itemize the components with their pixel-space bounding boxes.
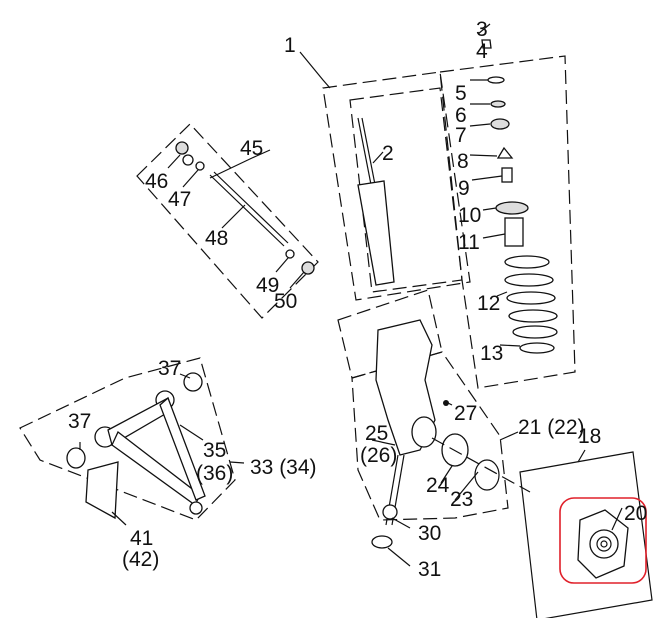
label-11: 11: [458, 231, 480, 254]
label-41: 41: [130, 527, 153, 550]
label-46: 46: [145, 170, 168, 193]
label-2: 2: [382, 142, 394, 165]
wheel-hub: [577, 509, 629, 579]
label-21-22: 21 (22): [518, 416, 585, 439]
steering-knuckle: [371, 319, 531, 549]
label-9: 9: [458, 177, 470, 200]
label-13: 13: [480, 342, 503, 365]
label-18: 18: [578, 425, 601, 448]
label-10: 10: [458, 204, 481, 227]
highlight-frame: [559, 497, 647, 584]
label-3: 3: [476, 18, 488, 41]
shock-absorber: [357, 117, 395, 286]
label-23: 23: [450, 488, 473, 511]
part-labels: 1 2 3 4 5 6 7 8 9 10 11 12 13 45 46 47 4…: [68, 18, 647, 581]
box-18: [519, 451, 653, 618]
label-35: 35: [203, 439, 226, 462]
label-25: 25: [365, 422, 388, 445]
label-1: 1: [284, 34, 296, 57]
group-boxes: [19, 55, 576, 521]
label-37-top: 37: [158, 357, 181, 380]
spring-stack: [481, 39, 558, 354]
label-7: 7: [455, 124, 467, 147]
label-31: 31: [418, 558, 441, 581]
label-4: 4: [476, 40, 488, 63]
label-5: 5: [455, 82, 467, 105]
label-6: 6: [455, 104, 467, 127]
label-37-left: 37: [68, 410, 91, 433]
label-33-34: 33 (34): [250, 456, 317, 479]
label-20: 20: [624, 502, 647, 525]
label-50: 50: [274, 290, 297, 313]
label-26: (26): [360, 444, 397, 467]
a-arm: [66, 372, 206, 520]
tie-rod: [175, 141, 315, 275]
label-36: (36): [196, 462, 233, 485]
label-49: 49: [256, 274, 279, 297]
label-27: 27: [454, 402, 477, 425]
label-30: 30: [418, 522, 441, 545]
label-42: (42): [122, 548, 159, 571]
label-45: 45: [240, 137, 263, 160]
leader-lines: [79, 23, 623, 567]
label-48: 48: [205, 227, 228, 250]
label-24: 24: [426, 474, 450, 497]
label-12: 12: [477, 292, 500, 315]
label-8: 8: [457, 150, 469, 173]
label-47: 47: [168, 188, 191, 211]
